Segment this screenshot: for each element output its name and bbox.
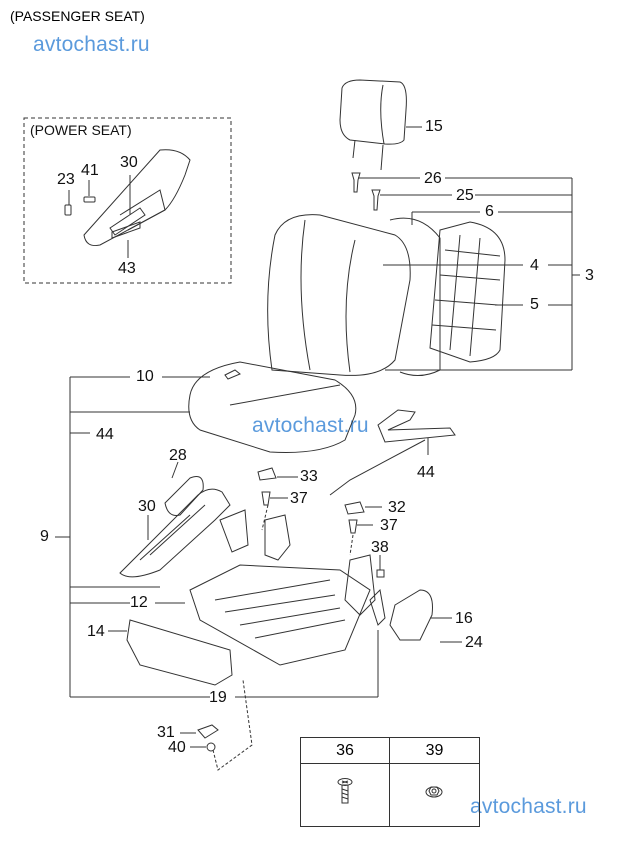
callout-43: 43 (118, 260, 136, 277)
legend-header-39: 39 (390, 738, 479, 764)
watermark: avtochast.ru (252, 414, 369, 437)
callout-23: 23 (57, 171, 75, 188)
watermark: avtochast.ru (470, 795, 587, 818)
seat-cushion (188, 361, 357, 453)
seat-frame (189, 564, 371, 666)
part-16-cover (389, 589, 433, 641)
part-33 (257, 467, 277, 481)
callout-12: 12 (130, 594, 148, 611)
watermark: avtochast.ru (33, 33, 150, 56)
callout-3: 3 (585, 267, 594, 284)
seat-back-board (429, 221, 506, 363)
part-37a (261, 491, 271, 506)
callout-40: 40 (168, 739, 186, 756)
power-seat-label: (POWER SEAT) (30, 122, 132, 138)
callout-4: 4 (530, 257, 539, 274)
part-28 (164, 476, 204, 516)
callout-37a: 37 (290, 490, 308, 507)
callout-24: 24 (465, 634, 483, 651)
callout-15: 15 (425, 118, 443, 135)
callout-16: 16 (455, 610, 473, 627)
callout-9: 9 (40, 528, 49, 545)
callout-30: 30 (138, 498, 156, 515)
callout-32: 32 (388, 499, 406, 516)
headrest-shape (339, 79, 407, 145)
callout-31: 31 (157, 724, 175, 741)
callout-14: 14 (87, 623, 105, 640)
legend-cell-36 (301, 764, 390, 826)
legend-cell-39 (390, 764, 479, 826)
callout-5: 5 (530, 296, 539, 313)
part-38 (376, 569, 385, 578)
recliner-right (344, 554, 376, 616)
callout-10: 10 (136, 368, 154, 385)
part-41 (83, 196, 96, 203)
callout-44-right: 44 (417, 464, 435, 481)
part-37b (348, 519, 358, 534)
callout-26: 26 (424, 170, 442, 187)
callout-41: 41 (81, 162, 99, 179)
diagram-title: (PASSENGER SEAT) (10, 8, 145, 24)
legend-header-36: 36 (301, 738, 390, 764)
part-31 (197, 724, 219, 739)
callout-28: 28 (169, 447, 187, 464)
part-23 (64, 204, 72, 216)
part-44-right (377, 409, 456, 443)
part-40 (206, 742, 216, 752)
guide-25 (371, 189, 381, 211)
callout-33: 33 (300, 468, 318, 485)
part-30 (119, 488, 231, 578)
part-bracket-right (369, 588, 386, 626)
callout-30-inset: 30 (120, 154, 138, 171)
part-bracket (219, 509, 249, 553)
recliner-left (264, 514, 291, 561)
callout-38: 38 (371, 539, 389, 556)
guide-26 (351, 172, 361, 193)
screw-icon (337, 778, 353, 804)
callout-19: 19 (209, 689, 227, 706)
fastener-legend-table: 36 39 (300, 737, 480, 827)
part-43 (111, 221, 141, 239)
callout-44-left: 44 (96, 426, 114, 443)
flange-nut-icon (425, 786, 443, 798)
part-32 (344, 501, 365, 515)
seat-back-front (267, 214, 411, 376)
callout-25: 25 (456, 187, 474, 204)
seat-back-pad (389, 217, 441, 376)
callout-37b: 37 (380, 517, 398, 534)
part-30-inset (83, 149, 191, 246)
power-seat-inset-box (23, 117, 232, 284)
callout-6: 6 (485, 203, 494, 220)
part-14-trim (126, 619, 233, 686)
